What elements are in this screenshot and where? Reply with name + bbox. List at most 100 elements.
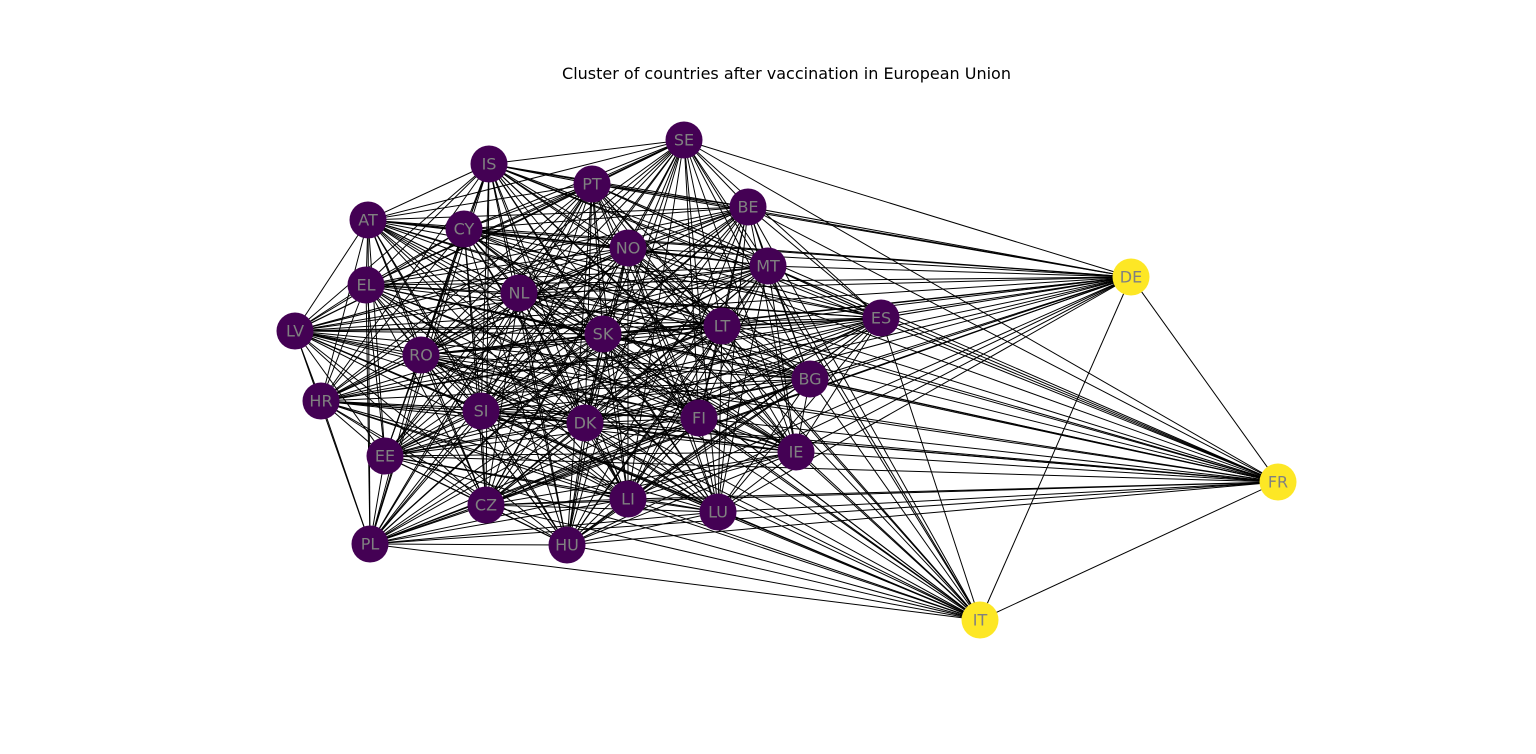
edge-mt-fi [698, 265, 769, 419]
edge-si-fr [480, 410, 1279, 483]
node-se: SE [665, 121, 703, 159]
node-circle [703, 307, 741, 345]
edge-is-no [488, 163, 629, 249]
edge-hr-it [320, 400, 981, 621]
node-circle [467, 486, 505, 524]
edge-no-mt [627, 247, 769, 267]
edge-es-si [480, 317, 882, 412]
node-circle [1112, 258, 1150, 296]
edge-sk-hr [320, 333, 604, 402]
edge-se-hr [320, 139, 685, 402]
node-label: IS [482, 155, 497, 174]
edge-sk-ee [384, 333, 604, 457]
edge-de-it [979, 276, 1132, 621]
edge-pt-dk [584, 183, 593, 424]
edge-lv-ro [294, 330, 422, 356]
edge-si-pl [369, 410, 482, 545]
edge-cy-es [463, 228, 882, 319]
edge-el-ie [365, 284, 797, 453]
edge-no-de [627, 247, 1132, 278]
edge-dk-ie [584, 422, 797, 453]
edge-ro-it [420, 354, 981, 621]
edge-pt-be [591, 183, 749, 208]
edge-nl-bg [518, 292, 811, 380]
node-lt: LT [703, 307, 741, 345]
edge-is-hu [488, 163, 568, 546]
edge-pt-de [591, 183, 1132, 278]
edge-is-lv [294, 163, 490, 332]
node-ro: RO [402, 336, 440, 374]
edge-be-it [747, 206, 981, 621]
edge-pt-fi [591, 183, 700, 419]
node-label: EE [375, 447, 395, 466]
edge-be-lv [294, 206, 749, 332]
node-cz: CZ [467, 486, 505, 524]
edge-at-ee [367, 219, 386, 457]
node-be: BE [729, 188, 767, 226]
node-label: IE [789, 443, 804, 462]
edge-lt-lu [717, 325, 723, 513]
edge-no-hr [320, 247, 629, 402]
node-dk: DK [566, 404, 604, 442]
chart-title: Cluster of countries after vaccination i… [562, 64, 1011, 83]
edge-lu-hu [566, 511, 719, 546]
edge-ee-lu [384, 455, 719, 513]
edge-lt-de [721, 276, 1132, 327]
node-circle [680, 399, 718, 437]
edge-hu-it [566, 544, 981, 621]
edge-dk-de [584, 276, 1132, 424]
edge-se-is [488, 139, 685, 165]
edge-li-de [627, 276, 1132, 500]
edge-lv-lt [294, 325, 723, 332]
node-circle [462, 392, 500, 430]
edge-fr-it [979, 481, 1279, 621]
node-nl: NL [500, 274, 538, 312]
edge-lt-dk [584, 325, 723, 424]
node-circle [665, 121, 703, 159]
node-label: SK [593, 325, 614, 344]
edge-pl-fr [369, 481, 1279, 545]
edge-cy-fr [463, 228, 1279, 483]
edge-se-es [683, 139, 882, 319]
edge-bg-lu [717, 378, 811, 513]
node-label: SI [474, 402, 489, 421]
edge-be-cy [463, 206, 749, 230]
node-label: HR [309, 392, 332, 411]
edge-pt-cy [463, 183, 593, 230]
node-circle [777, 433, 815, 471]
edge-lu-fr [717, 481, 1279, 513]
edge-cz-it [485, 504, 981, 621]
edge-fi-it [698, 417, 981, 621]
edge-ro-cz [420, 354, 487, 506]
node-es: ES [862, 299, 900, 337]
edge-lu-pl [369, 511, 719, 545]
edge-se-pl [369, 139, 685, 545]
edge-be-de [747, 206, 1132, 278]
node-circle [749, 247, 787, 285]
node-label: CY [454, 220, 475, 239]
edge-fi-de [698, 276, 1132, 419]
node-circle [548, 526, 586, 564]
node-circle [699, 493, 737, 531]
edge-mt-it [767, 265, 981, 621]
edge-de-fr [1130, 276, 1279, 483]
node-label: HU [555, 536, 579, 555]
edge-lv-ee [294, 330, 386, 457]
node-label: FR [1268, 473, 1288, 492]
edge-sk-it [602, 333, 981, 621]
edge-nl-pl [369, 292, 520, 545]
node-hr: HR [302, 382, 340, 420]
edge-dk-cz [485, 422, 586, 506]
edge-es-fr [880, 317, 1279, 483]
node-circle [366, 437, 404, 475]
edge-dk-it [584, 422, 981, 621]
edge-mt-ro [420, 265, 769, 356]
node-circle [609, 229, 647, 267]
edge-ro-fr [420, 354, 1279, 483]
edge-el-cz [365, 284, 487, 506]
edge-no-it [627, 247, 981, 621]
node-circle [791, 360, 829, 398]
node-circle [302, 382, 340, 420]
node-label: SE [674, 131, 694, 150]
